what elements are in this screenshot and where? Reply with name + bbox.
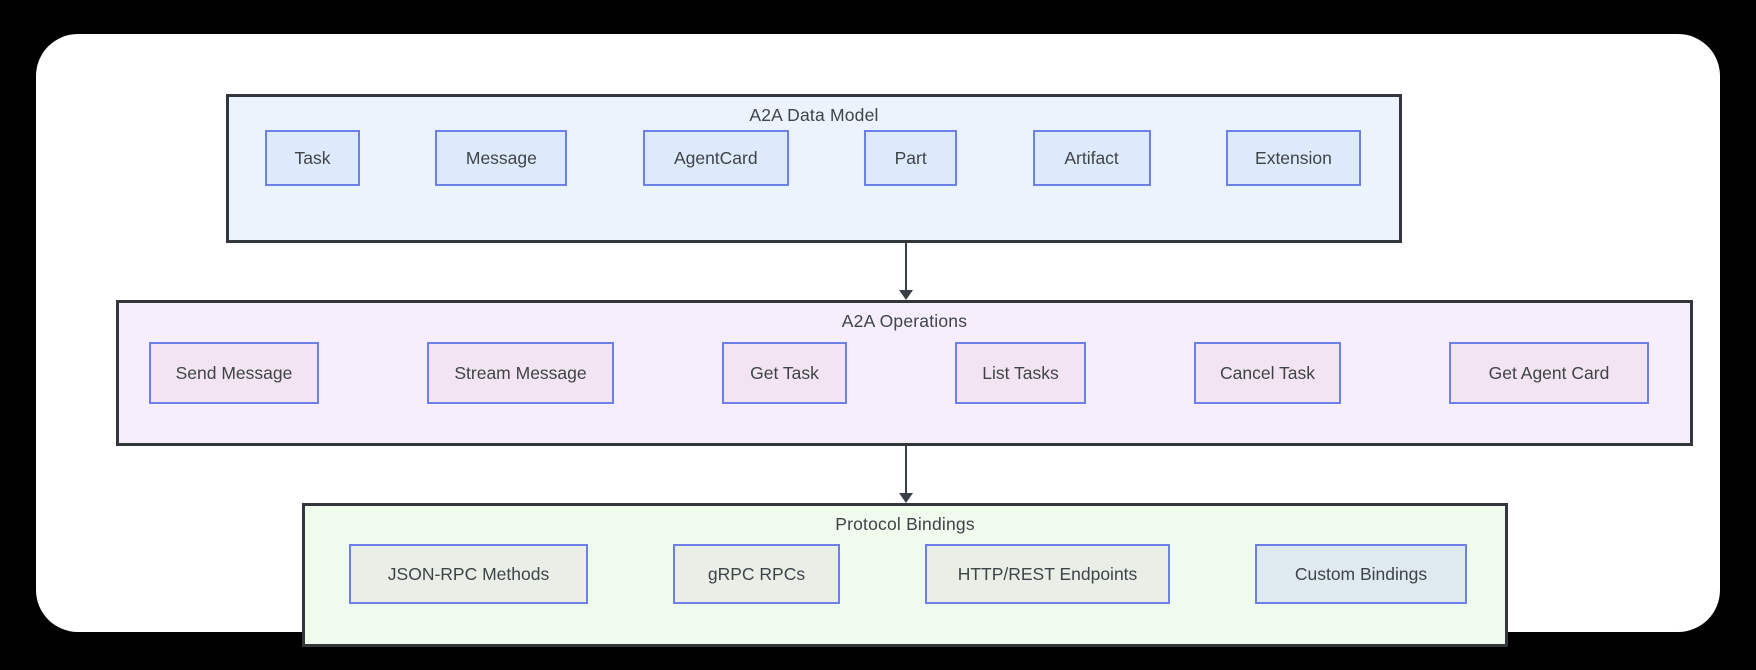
box-get-agent-card: Get Agent Card [1449, 342, 1649, 404]
arrow-head-icon [899, 493, 913, 503]
box-message: Message [435, 130, 568, 186]
box-custom-bindings: Custom Bindings [1255, 544, 1467, 604]
group-a2a-data-model: A2A Data Model Task Message AgentCard Pa… [226, 94, 1402, 243]
box-cancel-task: Cancel Task [1194, 342, 1341, 404]
bindings-box-row: JSON-RPC Methods gRPC RPCs HTTP/REST End… [349, 544, 1467, 604]
box-artifact: Artifact [1032, 130, 1151, 186]
arrow-head-icon [899, 290, 913, 300]
box-list-tasks: List Tasks [955, 342, 1086, 404]
group-a2a-operations: A2A Operations Send Message Stream Messa… [116, 300, 1693, 446]
box-part: Part [864, 130, 958, 186]
data-model-box-row: Task Message AgentCard Part Artifact Ext… [265, 130, 1361, 186]
box-json-rpc-methods: JSON-RPC Methods [349, 544, 588, 604]
group-title-a2a-data-model: A2A Data Model [749, 105, 879, 125]
operations-box-row: Send Message Stream Message Get Task Lis… [149, 342, 1649, 404]
box-stream-message: Stream Message [427, 342, 614, 404]
diagram-canvas: A2A Data Model Task Message AgentCard Pa… [36, 34, 1720, 647]
arrow-line [905, 446, 907, 494]
arrow-operations-to-bindings [899, 446, 913, 503]
group-title-protocol-bindings: Protocol Bindings [835, 514, 975, 534]
box-send-message: Send Message [149, 342, 319, 404]
arrow-data-model-to-operations [899, 243, 913, 300]
arrow-line [905, 243, 907, 291]
group-title-a2a-operations: A2A Operations [841, 311, 968, 331]
group-protocol-bindings: Protocol Bindings JSON-RPC Methods gRPC … [302, 503, 1508, 647]
box-grpc-rpcs: gRPC RPCs [673, 544, 840, 604]
box-task: Task [265, 130, 360, 186]
box-extension: Extension [1225, 130, 1361, 186]
box-http-rest-endpoints: HTTP/REST Endpoints [925, 544, 1170, 604]
box-agentcard: AgentCard [642, 130, 789, 186]
box-get-task: Get Task [722, 342, 847, 404]
